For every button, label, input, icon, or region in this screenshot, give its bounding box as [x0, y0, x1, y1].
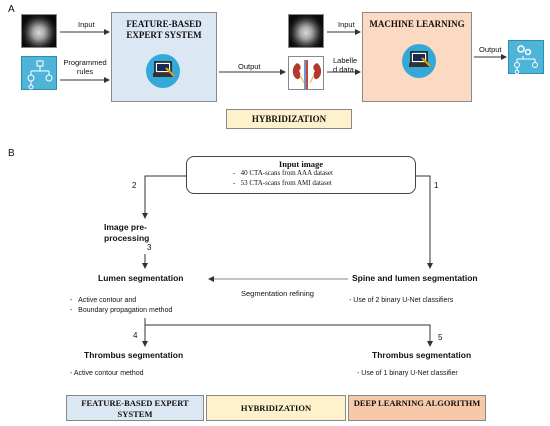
step-4-label: 4	[133, 331, 138, 340]
active-contour-label: - Active contour method	[70, 370, 144, 377]
legend-expert-system: FEATURE-BASED EXPERT SYSTEM	[66, 395, 204, 421]
spine-lumen-segmentation-label: Spine and lumen segmentation	[352, 273, 478, 283]
ml-output-label: Output	[479, 45, 502, 54]
lumen-method-1: - Active contour and	[70, 297, 137, 304]
panel-a-letter: A	[8, 4, 15, 15]
hybridization-box: HYBRIDIZATION	[226, 109, 352, 129]
input-label: Input	[78, 20, 95, 29]
input-image-title: Input image	[278, 159, 324, 169]
segmentation-refining-label: Segmentation refining	[241, 289, 314, 298]
kidney-icon	[288, 56, 324, 90]
preprocessing-label: Image pre-processing	[104, 222, 150, 243]
step-3-label: 3	[147, 243, 152, 252]
unet-one-label: - Use of 1 binary U-Net classifier	[357, 370, 458, 377]
laptop-icon-2	[402, 44, 436, 78]
ml-title: MACHINE LEARNING	[369, 19, 465, 29]
laptop-icon	[146, 54, 180, 88]
step-5-label: 5	[438, 333, 443, 342]
ct-scan-icon-2	[288, 14, 324, 48]
gears-flowchart-icon	[508, 40, 544, 75]
programmed-rules-label: Programmed rules	[63, 58, 107, 76]
path-2-label: 2	[132, 181, 137, 190]
legend-hybridization-label: HYBRIDIZATION	[240, 403, 312, 413]
legend-expert-system-label: FEATURE-BASED EXPERT SYSTEM	[81, 398, 189, 419]
input-line-1-text: 40 CTA-scans from AAA dataset	[240, 169, 333, 177]
legend-deep-learning: DEEP LEARNING ALGORITHM	[348, 395, 486, 421]
input-line-1: - 40 CTA-scans from AAA dataset	[233, 169, 333, 177]
legend-deep-learning-label: DEEP LEARNING ALGORITHM	[353, 398, 481, 408]
lumen-method-2-text: Boundary propagation method	[78, 307, 173, 314]
lumen-method-2: - Boundary propagation method	[70, 307, 173, 314]
flowchart-icon	[21, 56, 57, 90]
labelled-data-label: Labelle d data	[333, 56, 358, 74]
thrombus-left-label: Thrombus segmentation	[84, 350, 184, 360]
output-label: Output	[238, 62, 261, 71]
panel-b-letter: B	[8, 148, 15, 159]
lumen-segmentation-label: Lumen segmentation	[98, 273, 184, 283]
unet-two-label: - Use of 2 binary U-Net classifiers	[349, 297, 454, 304]
ct-scan-icon	[21, 14, 57, 48]
legend-hybridization: HYBRIDIZATION	[206, 395, 346, 421]
expert-system-title: FEATURE-BASED EXPERT SYSTEM	[126, 19, 202, 40]
path-1-label: 1	[434, 181, 439, 190]
input-line-2-text: 53 CTA-scans from AMI dataset	[240, 178, 332, 187]
input-image-box: Input image - 40 CTA-scans from AAA data…	[186, 156, 416, 194]
input-line-2: - 53 CTA-scans from AMI dataset	[233, 178, 332, 187]
lumen-method-1-text: Active contour and	[78, 297, 137, 304]
hybridization-label: HYBRIDIZATION	[251, 114, 327, 124]
ml-input-label: Input	[338, 20, 355, 29]
thrombus-right-label: Thrombus segmentation	[372, 350, 472, 360]
